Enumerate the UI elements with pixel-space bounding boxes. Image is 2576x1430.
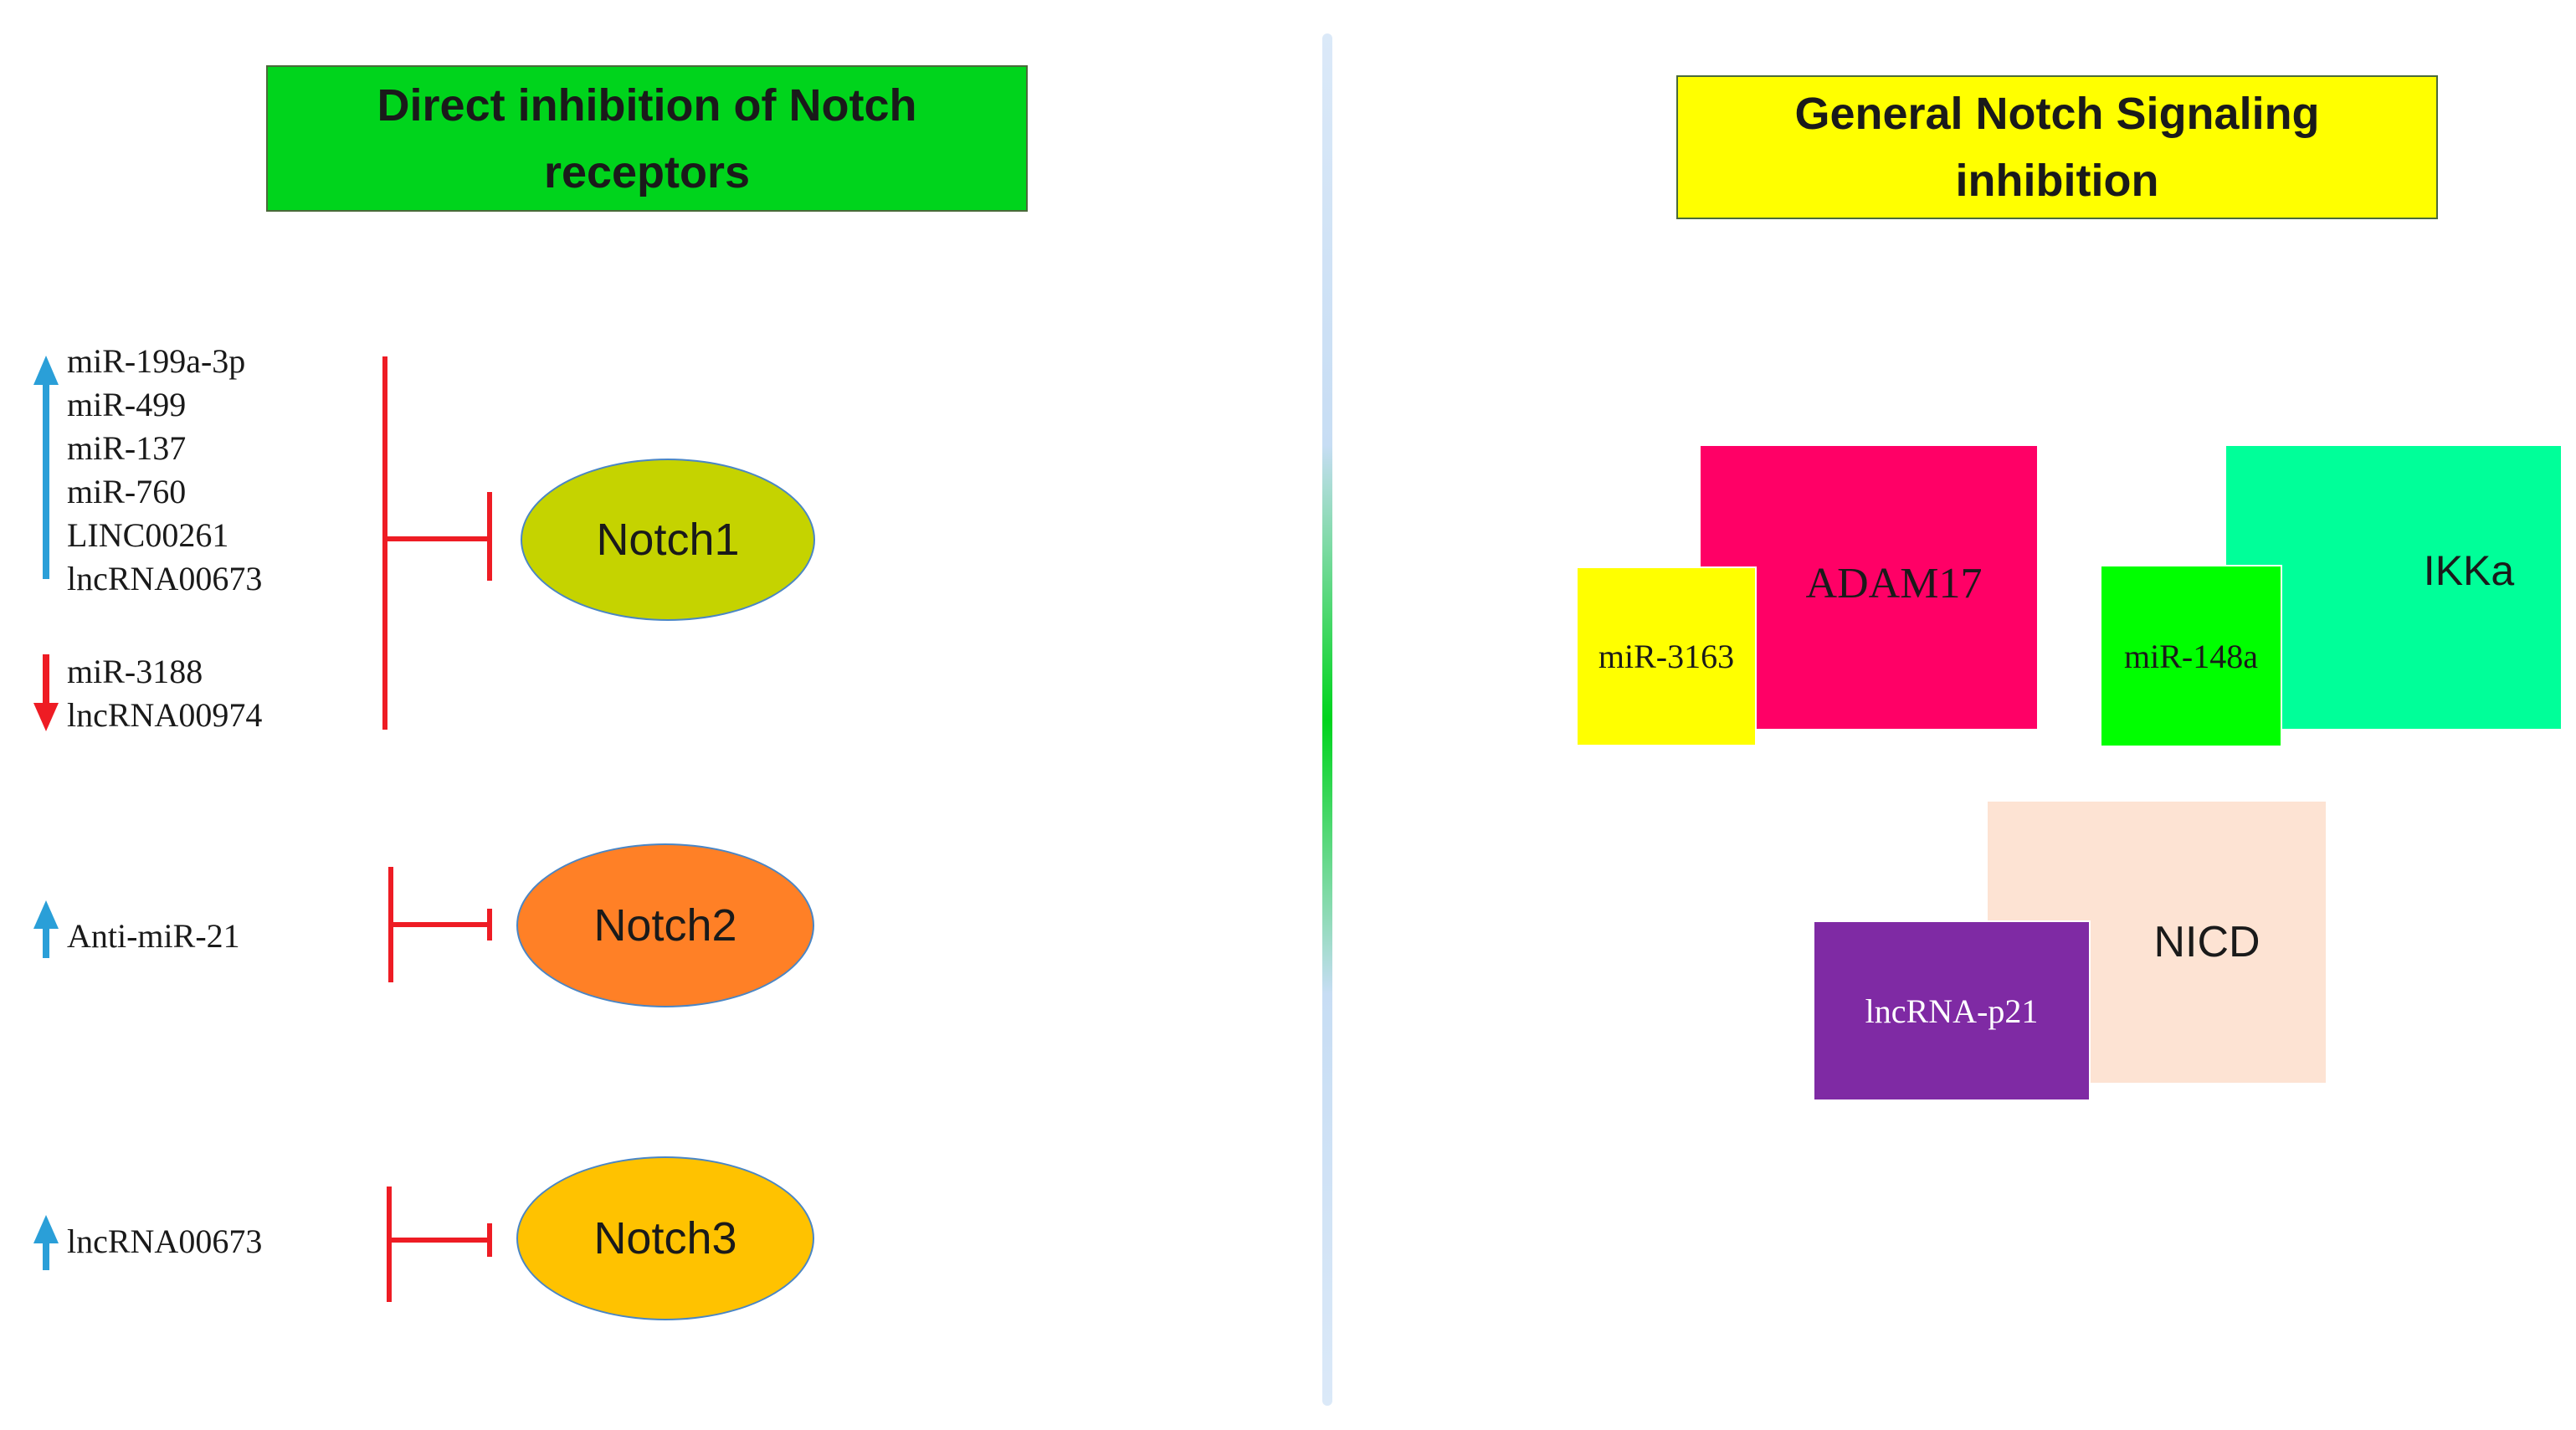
notch1-inhibition-symbol [382,356,492,730]
notch3-up-arrow-icon [33,1215,59,1270]
notch1-up-arrow-icon [33,356,59,579]
list-item: miR-3188 [67,653,203,690]
notch3-node: Notch3 [516,1156,814,1320]
mir-3163-box: miR-3163 [1576,566,1757,746]
left-header-text: Direct inhibition of Notch receptors [377,79,917,197]
lncrna-p21-box: lncRNA-p21 [1813,920,2091,1101]
notch2-up-arrow-icon [33,900,59,958]
notch1-up-regulator-list: miR-199a-3p miR-499 miR-137 miR-760 LINC… [67,340,262,601]
list-item: miR-199a-3p [67,342,246,380]
list-item: lncRNA00673 [67,560,263,597]
list-item: lncRNA00974 [67,696,263,734]
notch1-down-regulator-list: miR-3188 lncRNA00974 [67,650,262,737]
right-header: General Notch Signaling inhibition [1676,75,2438,219]
center-divider [1322,33,1332,1406]
notch2-label: Notch2 [593,900,737,951]
list-item: LINC00261 [67,516,229,554]
notch1-node: Notch1 [521,459,815,621]
notch2-up-regulator-list: Anti-miR-21 [67,915,240,958]
list-item: miR-499 [67,386,187,423]
notch3-inhibition-symbol [387,1187,492,1302]
notch3-up-regulator-list: lncRNA00673 [67,1220,262,1263]
left-header: Direct inhibition of Notch receptors [266,65,1028,212]
mir-148a-box: miR-148a [2100,565,2282,747]
notch1-label: Notch1 [596,515,740,565]
list-item: miR-760 [67,473,187,510]
ikka-label: IKKa [2423,547,2515,594]
right-header-text: General Notch Signaling inhibition [1794,89,2320,206]
nicd-label: NICD [2153,918,2260,966]
list-item: Anti-miR-21 [67,917,240,955]
adam17-box: ADAM17 [1701,446,2037,729]
notch2-inhibition-symbol [388,867,492,982]
adam17-label: ADAM17 [1805,559,1983,607]
notch2-node: Notch2 [516,843,814,1007]
mir-148a-label: miR-148a [2124,637,2258,675]
list-item: lncRNA00673 [67,1222,263,1260]
lncrna-p21-label: lncRNA-p21 [1865,992,2039,1030]
notch3-label: Notch3 [593,1213,737,1263]
mir-3163-label: miR-3163 [1598,638,1735,675]
list-item: miR-137 [67,429,187,467]
notch1-down-arrow-icon [33,654,59,731]
